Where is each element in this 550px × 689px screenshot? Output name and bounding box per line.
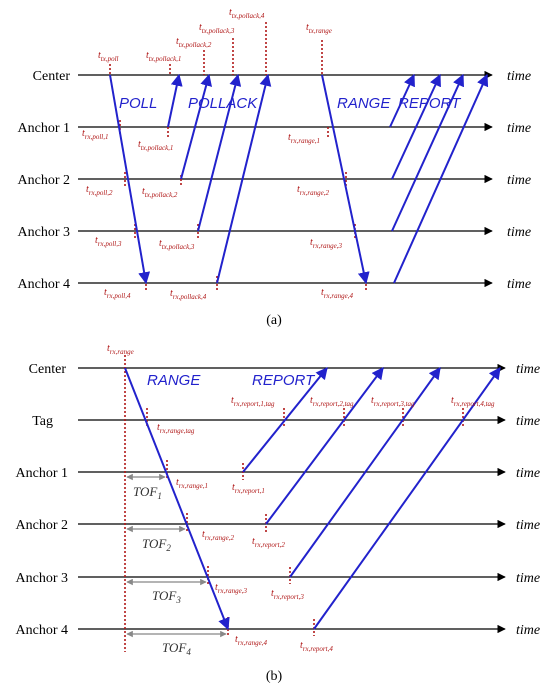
signal-poll [109, 74, 151, 285]
tof-label: TOF1 [133, 484, 162, 501]
event-label: trx,report,4 [300, 640, 333, 653]
event-label: trx,range,3 [310, 237, 342, 250]
event-label: trx,poll,1 [82, 128, 109, 141]
event-label: trx,report,3,tag [371, 395, 415, 408]
event-label: trx,poll,3 [95, 235, 122, 248]
event-label: ttx,pollack,2 [176, 36, 212, 49]
panel-caption: (b) [266, 669, 283, 684]
event-label: trx,poll,4 [104, 287, 131, 300]
tof-label: TOF4 [162, 640, 191, 657]
signal-report-4 [313, 367, 501, 630]
lane-label: Anchor 2 [16, 518, 69, 533]
event-label: trx,range,1 [176, 477, 208, 490]
message-label: POLLACK [188, 95, 258, 112]
lane-label: Center [29, 362, 67, 377]
signal-pollack-4 [216, 73, 272, 284]
event-label: trx,report,1,tag [231, 395, 275, 408]
event-label: ttx,pollack,3 [159, 238, 195, 251]
panel-caption: (a) [266, 313, 282, 328]
event-label: trx,range,1 [288, 132, 320, 145]
signal-report-2 [391, 73, 441, 180]
lane-label: Tag [32, 414, 53, 429]
tof-label: TOF2 [142, 536, 171, 553]
time-label: time [516, 414, 540, 429]
message-label: REPORT [252, 372, 316, 389]
event-label: trx,report,2,tag [310, 395, 354, 408]
event-label: trx,report,3 [271, 588, 304, 601]
event-label: ttx,pollack,3 [199, 22, 235, 35]
event-label: trx,poll,2 [86, 184, 113, 197]
lane-label: Anchor 3 [18, 225, 71, 240]
time-label: time [507, 69, 531, 84]
time-label: time [507, 277, 531, 292]
panel-a: Center Anchor 1 Anchor 2 Anchor 3 Anchor… [18, 7, 532, 328]
panel-b: Center Tag Anchor 1 Anchor 2 Anchor 3 An… [16, 343, 541, 684]
time-label: time [516, 466, 540, 481]
panel-b-axes [78, 363, 506, 634]
message-label: RANGE [147, 372, 201, 389]
lane-label: Anchor 1 [16, 466, 69, 481]
time-label: time [516, 623, 540, 638]
event-label: trx,range,4 [321, 287, 353, 300]
event-label: ttx,poll [98, 50, 119, 63]
signal-report-3 [391, 73, 464, 232]
lane-label: Anchor 4 [16, 623, 69, 638]
signal-range [124, 367, 230, 631]
panel-a-signals [109, 73, 489, 285]
signal-report-4 [393, 73, 489, 284]
event-label: trx,range [107, 343, 134, 356]
lane-label: Anchor 2 [18, 173, 71, 188]
event-label: trx,report,4,tag [451, 395, 495, 408]
time-label: time [516, 518, 540, 533]
lane-label: Anchor 4 [18, 277, 71, 292]
signal-pollack-3 [197, 73, 242, 232]
signal-pollack-1 [167, 73, 183, 128]
lane-label: Anchor 1 [18, 121, 71, 136]
tof-label: TOF3 [152, 588, 181, 605]
message-label: POLL [119, 95, 157, 112]
event-label: ttx,pollack,2 [142, 186, 178, 199]
panel-b-signals [124, 367, 501, 631]
event-label: trx,report,1 [232, 482, 265, 495]
event-label: trx,range,3 [215, 582, 247, 595]
lane-label: Anchor 3 [16, 571, 69, 586]
time-label: time [516, 362, 540, 377]
lane-label: Center [33, 69, 71, 84]
panel-b-tof-arrows [126, 473, 227, 638]
time-label: time [507, 121, 531, 136]
event-label: trx,range,2 [202, 529, 234, 542]
event-label: trx,range,tag [157, 422, 195, 435]
event-label: trx,pollack,4 [170, 288, 207, 301]
signal-report-1 [242, 367, 328, 473]
event-label: trx,range,2 [297, 184, 329, 197]
event-label: ttx,pollack,4 [229, 7, 265, 20]
event-label: trx,range,4 [235, 634, 267, 647]
panel-a-markers [109, 22, 367, 290]
time-label: time [507, 173, 531, 188]
signal-range [321, 74, 370, 285]
time-label: time [516, 571, 540, 586]
signal-report-1 [389, 73, 415, 128]
event-label: ttx,pollack,1 [146, 50, 181, 63]
signal-pollack-2 [180, 73, 212, 180]
signal-report-3 [289, 367, 441, 578]
message-label: REPORT [398, 95, 462, 112]
message-label: RANGE [337, 95, 391, 112]
event-label: ttx,pollack,1 [138, 139, 173, 152]
signal-report-2 [265, 367, 384, 525]
event-label: trx,report,2 [252, 536, 285, 549]
event-label: ttx,range [306, 22, 332, 35]
time-label: time [507, 225, 531, 240]
